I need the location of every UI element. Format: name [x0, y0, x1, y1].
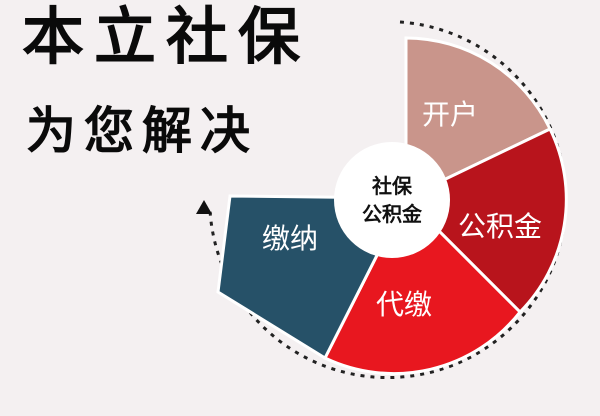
segment-label-jiaona: 缴纳 — [262, 222, 318, 255]
center-label-line2: 公积金 — [362, 202, 423, 226]
headline: 本立社保 — [22, 0, 311, 73]
segment-daijiao — [322, 195, 522, 376]
segment-label-gongjijin: 公积金 — [458, 210, 542, 243]
segment-gongjijin — [403, 127, 568, 315]
center-label-line1: 社保 — [371, 174, 413, 198]
subline: 为您解决 — [26, 102, 258, 160]
segment-kaihu — [404, 36, 553, 201]
center-disc — [334, 142, 450, 258]
segment-label-daijiao: 代缴 — [376, 288, 432, 321]
arrowhead-icon — [196, 200, 212, 214]
segment-label-kaihu: 开户 — [422, 98, 478, 131]
